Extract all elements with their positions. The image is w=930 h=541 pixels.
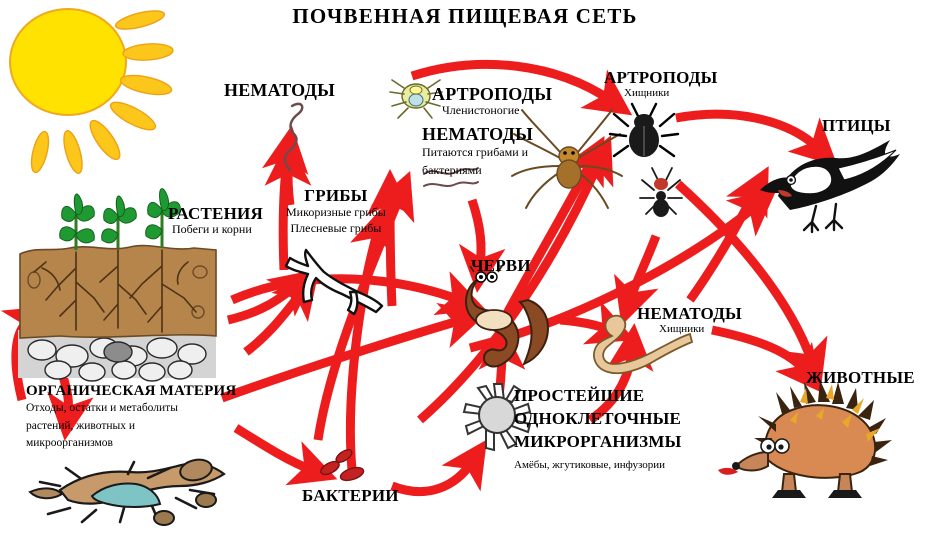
label-birds-head: ПТИЦЫ <box>822 116 891 135</box>
label-nematodes-predators-head: НЕМАТОДЫ <box>637 304 742 323</box>
label-protozoa-head1: ПРОСТЕЙШИЕ <box>514 386 645 405</box>
arrow-organic-to-bacteria <box>233 424 338 486</box>
label-organic-matter-head: ОРГАНИЧЕСКАЯ МАТЕРИЯ <box>26 383 237 399</box>
label-fungi-sub2: Плесневые грибы <box>290 220 382 235</box>
label-arthropods: АРТРОПОДЫ Членистоногие <box>432 84 552 118</box>
arrow-arthropods-to-predators <box>410 59 633 116</box>
label-nematodes-top-head: НЕМАТОДЫ <box>224 80 335 100</box>
label-protozoa-head2: ОДНОКЛЕТОЧНЫЕ <box>514 408 682 428</box>
arrow-protozoa-up <box>478 323 526 419</box>
label-plants: РАСТЕНИЯ Побеги и корни <box>168 204 263 236</box>
arrow-organic-to-worms <box>220 303 488 403</box>
label-nematodes-predators: НЕМАТОДЫ Хищники <box>637 304 742 335</box>
label-organic-matter-sub2: растений, животных и <box>26 419 136 432</box>
label-organic-matter-sub3: микроорганизмов <box>26 437 113 450</box>
label-protozoa-sub: Амёбы, жгутиковые, инфузории <box>514 458 666 471</box>
label-nematodes-predators-sub: Хищники <box>659 323 705 336</box>
label-bacteria: БАКТЕРИИ <box>302 486 399 505</box>
label-arthropods-predators: АРТРОПОДЫ Хищники <box>604 68 718 99</box>
label-nematodes-fungivore-sub2: бактериями <box>422 162 482 177</box>
arrow-to-animals <box>674 180 828 388</box>
label-bacteria-head: БАКТЕРИИ <box>302 486 399 505</box>
arrow-arthropods-down <box>614 234 661 326</box>
label-plants-head: РАСТЕНИЯ <box>168 204 263 223</box>
label-fungi-sub1: Микоризные грибы <box>286 205 386 220</box>
label-fungi: ГРИБЫ Микоризные грибы Плесневые грибы <box>286 186 386 236</box>
arrow-nematodes-to-worms <box>458 198 506 293</box>
label-arthropods-predators-sub: Хищники <box>624 87 670 100</box>
label-birds: ПТИЦЫ <box>822 116 891 135</box>
label-animals-head: ЖИВОТНЫЕ <box>806 368 915 387</box>
label-worms-head: ЧЕРВИ <box>471 256 531 275</box>
label-plants-sub: Побеги и корни <box>172 222 252 237</box>
label-arthropods-sub: Членистоногие <box>442 103 520 118</box>
arrow-fungi-to-worms <box>230 271 486 316</box>
arrow-worms-to-nem-pred <box>559 300 636 345</box>
label-worms: ЧЕРВИ <box>471 256 531 275</box>
page-title: ПОЧВЕННАЯ ПИЩЕВАЯ СЕТЬ <box>292 4 638 28</box>
label-organic-matter: ОРГАНИЧЕСКАЯ МАТЕРИЯ Отходы, остатки и м… <box>26 383 236 453</box>
label-arthropods-head: АРТРОПОДЫ <box>432 84 553 104</box>
arrow-arthropods-pred-to-birds <box>675 109 838 167</box>
arrow-protozoa-to-arthropods <box>494 136 605 333</box>
arrow-bacteria-to-protozoa <box>390 439 487 497</box>
label-protozoa: ПРОСТЕЙШИЕ ОДНОКЛЕТОЧНЫЕ МИКРОРГАНИЗМЫ А… <box>514 385 682 473</box>
label-nematodes-top: НЕМАТОДЫ <box>224 80 335 100</box>
arrow-nematodes-to-animals <box>711 325 823 394</box>
label-organic-matter-sub1: Отходы, остатки и метаболиты <box>26 401 178 414</box>
label-protozoa-head3: МИКРОРГАНИЗМЫ <box>514 431 682 451</box>
label-nematodes-fungivore-sub1: Питаются грибами и <box>422 145 529 160</box>
label-nematodes-fungivore-head: НЕМАТОДЫ <box>422 124 533 144</box>
label-fungi-head: ГРИБЫ <box>304 186 368 205</box>
label-arthropods-predators-head: АРТРОПОДЫ <box>604 68 718 87</box>
label-nematodes-fungivore: НЕМАТОДЫ Питаются грибами и бактериями <box>422 124 533 179</box>
arrow-to-fungivore-nematodes <box>366 169 414 307</box>
label-animals: ЖИВОТНЫЕ <box>806 368 915 387</box>
